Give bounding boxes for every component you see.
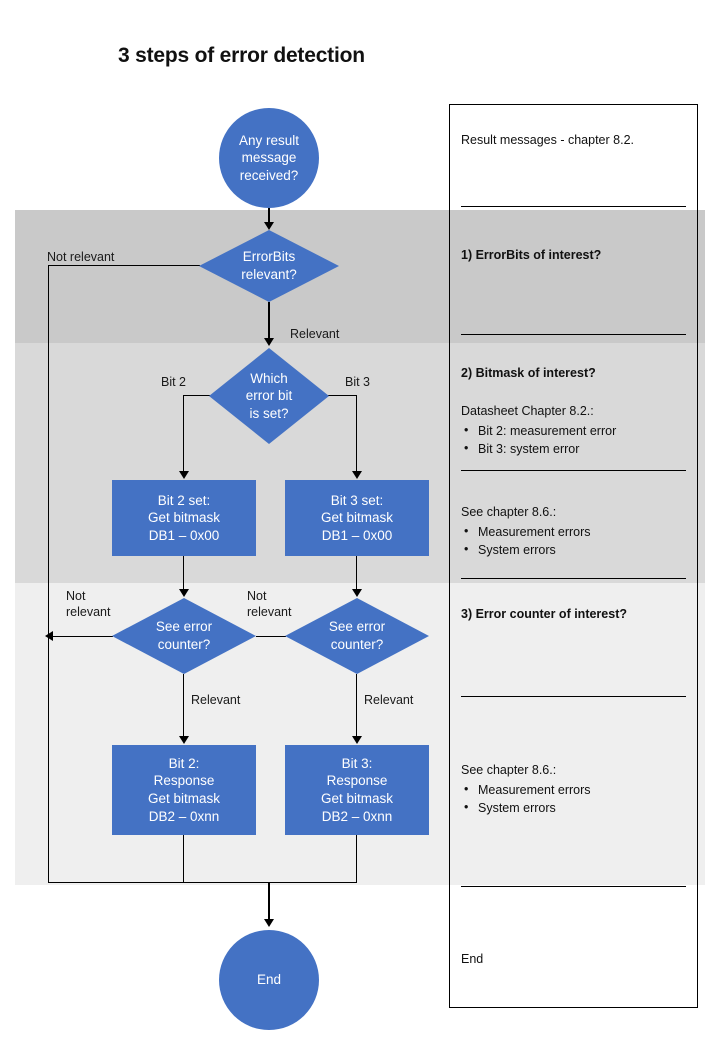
panel-section-1-heading: 1) ErrorBits of interest? bbox=[461, 248, 602, 262]
edge-label-counter-left-relevant: Relevant bbox=[191, 693, 241, 707]
edge-label-counter-right-not-relevant: Not relevant bbox=[247, 589, 292, 619]
page-title: 3 steps of error detection bbox=[118, 44, 365, 67]
edge-label-bit3: Bit 3 bbox=[345, 375, 371, 389]
arrow-bit2set-to-counter bbox=[179, 589, 189, 597]
process-bit3-set-label: Bit 3 set: Get bitmask DB1 – 0x00 bbox=[320, 492, 394, 543]
panel-divider-5 bbox=[461, 886, 686, 888]
connector-whichbit-bit3-v bbox=[356, 395, 358, 472]
process-bit2-response[interactable]: Bit 2: Response Get bitmask DB2 – 0xnn bbox=[112, 745, 256, 835]
decision-see-error-counter-right-label: See error counter? bbox=[328, 619, 386, 652]
arrow-counter-left-not-relevant bbox=[45, 631, 53, 641]
process-bit2-response-label: Bit 2: Response Get bitmask DB2 – 0xnn bbox=[147, 755, 221, 824]
edge-label-counter-right-relevant: Relevant bbox=[364, 693, 414, 707]
start-node[interactable]: Any result message received? bbox=[219, 108, 319, 208]
decision-see-error-counter-left[interactable]: See error counter? bbox=[112, 598, 256, 674]
panel-section-3-heading: 3) Error counter of interest? bbox=[461, 607, 627, 621]
process-bit2-set-label: Bit 2 set: Get bitmask DB1 – 0x00 bbox=[147, 492, 221, 543]
panel-section-0-text: Result messages - chapter 8.2. bbox=[461, 133, 634, 147]
edge-label-errorbits-not-relevant: Not relevant bbox=[47, 250, 115, 264]
edge-label-counter-left-not-relevant: Not relevant bbox=[66, 589, 111, 619]
stage-band-1 bbox=[15, 210, 705, 343]
decision-which-error-bit[interactable]: Which error bit is set? bbox=[209, 348, 329, 444]
panel-section-4-text: End bbox=[461, 952, 484, 966]
arrow-whichbit-to-bit2 bbox=[179, 471, 189, 479]
legend-panel bbox=[449, 104, 698, 1008]
panel-section-2-subtitle-2: See chapter 8.6.: bbox=[461, 505, 557, 519]
end-node-label: End bbox=[256, 972, 282, 988]
list-item: Bit 2: measurement error bbox=[461, 421, 616, 440]
connector-whichbit-bit2-h bbox=[183, 395, 210, 397]
connector-bit2set-to-counter bbox=[183, 556, 185, 590]
connector-counter-right-not-relevant bbox=[256, 635, 286, 637]
panel-section-2-bullets-2: Measurement errors System errors bbox=[461, 522, 591, 559]
panel-section-2-subtitle: Datasheet Chapter 8.2.: bbox=[461, 404, 594, 418]
panel-divider-1 bbox=[461, 334, 686, 336]
connector-start-to-errorbits bbox=[268, 208, 270, 223]
diamond-shape-icon bbox=[285, 598, 429, 674]
decision-errorbits-label: ErrorBits relevant? bbox=[241, 249, 297, 282]
panel-section-2-bullets: Bit 2: measurement error Bit 3: system e… bbox=[461, 421, 616, 458]
list-item: Measurement errors bbox=[461, 780, 591, 799]
arrow-bit3set-to-counter bbox=[352, 589, 362, 597]
decision-see-error-counter-left-label: See error counter? bbox=[155, 619, 213, 652]
arrow-counter-right-to-response bbox=[352, 736, 362, 744]
connector-bit3response-down bbox=[356, 835, 358, 883]
arrow-counter-left-to-response bbox=[179, 736, 189, 744]
process-bit3-response-label: Bit 3: Response Get bitmask DB2 – 0xnn bbox=[320, 755, 394, 824]
process-bit3-set[interactable]: Bit 3 set: Get bitmask DB1 – 0x00 bbox=[285, 480, 429, 556]
start-node-label: Any result message received? bbox=[238, 132, 300, 183]
connector-counter-left-to-response bbox=[183, 674, 185, 736]
connector-errorbits-not-relevant bbox=[48, 265, 200, 267]
panel-section-2-heading: 2) Bitmask of interest? bbox=[461, 366, 596, 380]
decision-errorbits-relevant[interactable]: ErrorBits relevant? bbox=[199, 230, 339, 302]
decision-which-error-bit-label: Which error bit is set? bbox=[245, 370, 293, 421]
connector-bit2response-down bbox=[183, 835, 185, 883]
arrow-whichbit-to-bit3 bbox=[352, 471, 362, 479]
decision-see-error-counter-right[interactable]: See error counter? bbox=[285, 598, 429, 674]
connector-whichbit-bit2-v bbox=[183, 395, 185, 472]
process-bit2-set[interactable]: Bit 2 set: Get bitmask DB1 – 0x00 bbox=[112, 480, 256, 556]
diamond-shape-icon bbox=[199, 230, 339, 302]
connector-counter-left-not-relevant bbox=[52, 635, 113, 637]
edge-label-bit2: Bit 2 bbox=[161, 375, 187, 389]
connector-errorbits-to-whichbit bbox=[268, 302, 270, 339]
diamond-shape-icon bbox=[209, 348, 329, 444]
list-item: System errors bbox=[461, 798, 591, 817]
connector-whichbit-bit3-h bbox=[328, 395, 357, 397]
connector-rail-to-end bbox=[268, 882, 270, 920]
panel-divider-4 bbox=[461, 696, 686, 698]
panel-divider-0 bbox=[461, 206, 686, 208]
diamond-shape-icon bbox=[112, 598, 256, 674]
panel-section-3-bullets: Measurement errors System errors bbox=[461, 780, 591, 817]
connector-bit3set-to-counter bbox=[356, 556, 358, 590]
connector-counter-right-to-response bbox=[356, 674, 358, 736]
feedback-rail-vertical bbox=[48, 265, 50, 883]
list-item: System errors bbox=[461, 540, 591, 559]
list-item: Measurement errors bbox=[461, 522, 591, 541]
arrow-rail-to-end bbox=[264, 919, 274, 927]
connector-bottom-rail bbox=[48, 882, 357, 884]
list-item: Bit 3: system error bbox=[461, 439, 616, 458]
end-node[interactable]: End bbox=[219, 930, 319, 1030]
arrow-start-to-errorbits bbox=[264, 222, 274, 230]
panel-section-3-subtitle: See chapter 8.6.: bbox=[461, 763, 557, 777]
panel-divider-2 bbox=[461, 470, 686, 472]
panel-divider-3 bbox=[461, 578, 686, 580]
process-bit3-response[interactable]: Bit 3: Response Get bitmask DB2 – 0xnn bbox=[285, 745, 429, 835]
edge-label-errorbits-relevant: Relevant bbox=[290, 327, 340, 341]
arrow-errorbits-to-whichbit bbox=[264, 338, 274, 346]
